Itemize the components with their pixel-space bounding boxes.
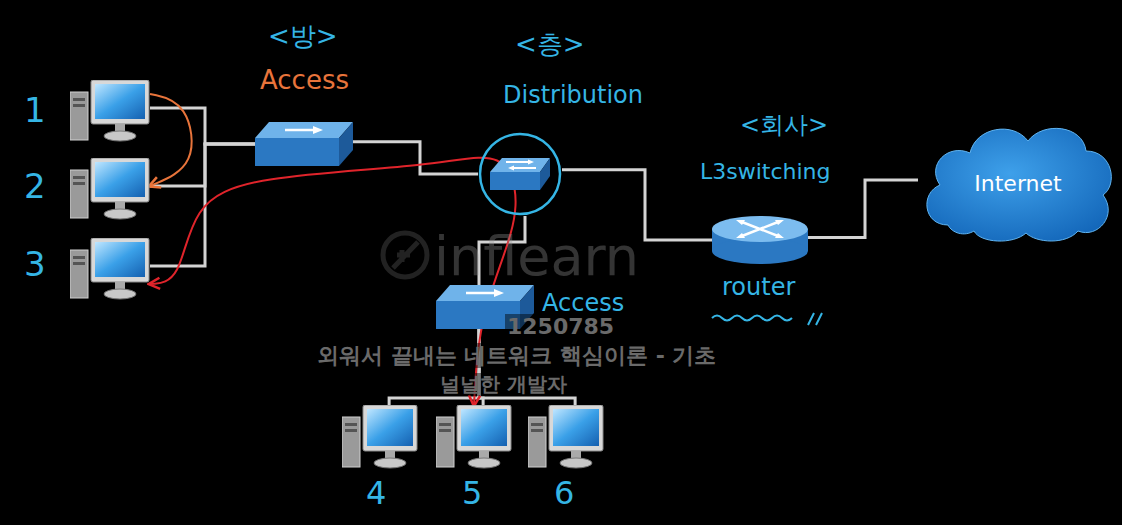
tier-label: Access [260, 66, 349, 95]
watermark: 1250785 [505, 314, 616, 339]
computer: 1 [70, 80, 150, 142]
computer: 2 [70, 158, 150, 220]
computer-number: 3 [24, 246, 46, 283]
router: <회사>L3switchingrouter [712, 215, 808, 265]
router-underline [712, 313, 822, 325]
computer-icon [528, 405, 604, 469]
tier-label: Distribution [503, 82, 643, 108]
distribution-switch: <층>Distribution [478, 132, 562, 216]
tier-label: <회사> [740, 112, 828, 138]
watermark: 외워서 끝내는 네트워크 핵심이론 - 기초 [315, 343, 718, 368]
computer-number: 2 [24, 168, 46, 205]
traffic-arrow [150, 94, 192, 186]
computer-icon [70, 80, 150, 142]
watermark: 널널한 개발자 [438, 373, 569, 396]
watermark: inflearn [432, 226, 641, 288]
computer: 6 [528, 405, 604, 469]
computer: 3 [70, 238, 150, 300]
router-icon [712, 215, 808, 265]
access-switch: <방>Access [255, 122, 353, 166]
cloud-label: Internet [974, 172, 1061, 196]
computer-number: 5 [462, 476, 482, 511]
internet-cloud: Internet [918, 115, 1118, 245]
computer-icon [436, 405, 512, 469]
computer-icon [70, 238, 150, 300]
computer-number: 4 [366, 476, 386, 511]
computer-icon [342, 405, 418, 469]
computer: 5 [436, 405, 512, 469]
tier-label: Access [542, 290, 624, 316]
tier-label: <방> [268, 22, 338, 51]
tier-label: router [722, 274, 795, 300]
computer-number: 6 [554, 476, 574, 511]
network-cable [150, 108, 255, 144]
tier-label: <층> [515, 30, 585, 59]
network-cable [150, 144, 255, 266]
watermark-logo [383, 233, 427, 277]
access-switch-icon [255, 122, 353, 166]
computer-icon [70, 158, 150, 220]
computer-number: 1 [24, 92, 46, 129]
network-cable [808, 180, 918, 238]
tier-label: L3switching [700, 160, 831, 184]
distribution-switch-icon [478, 132, 562, 216]
computer: 4 [342, 405, 418, 469]
